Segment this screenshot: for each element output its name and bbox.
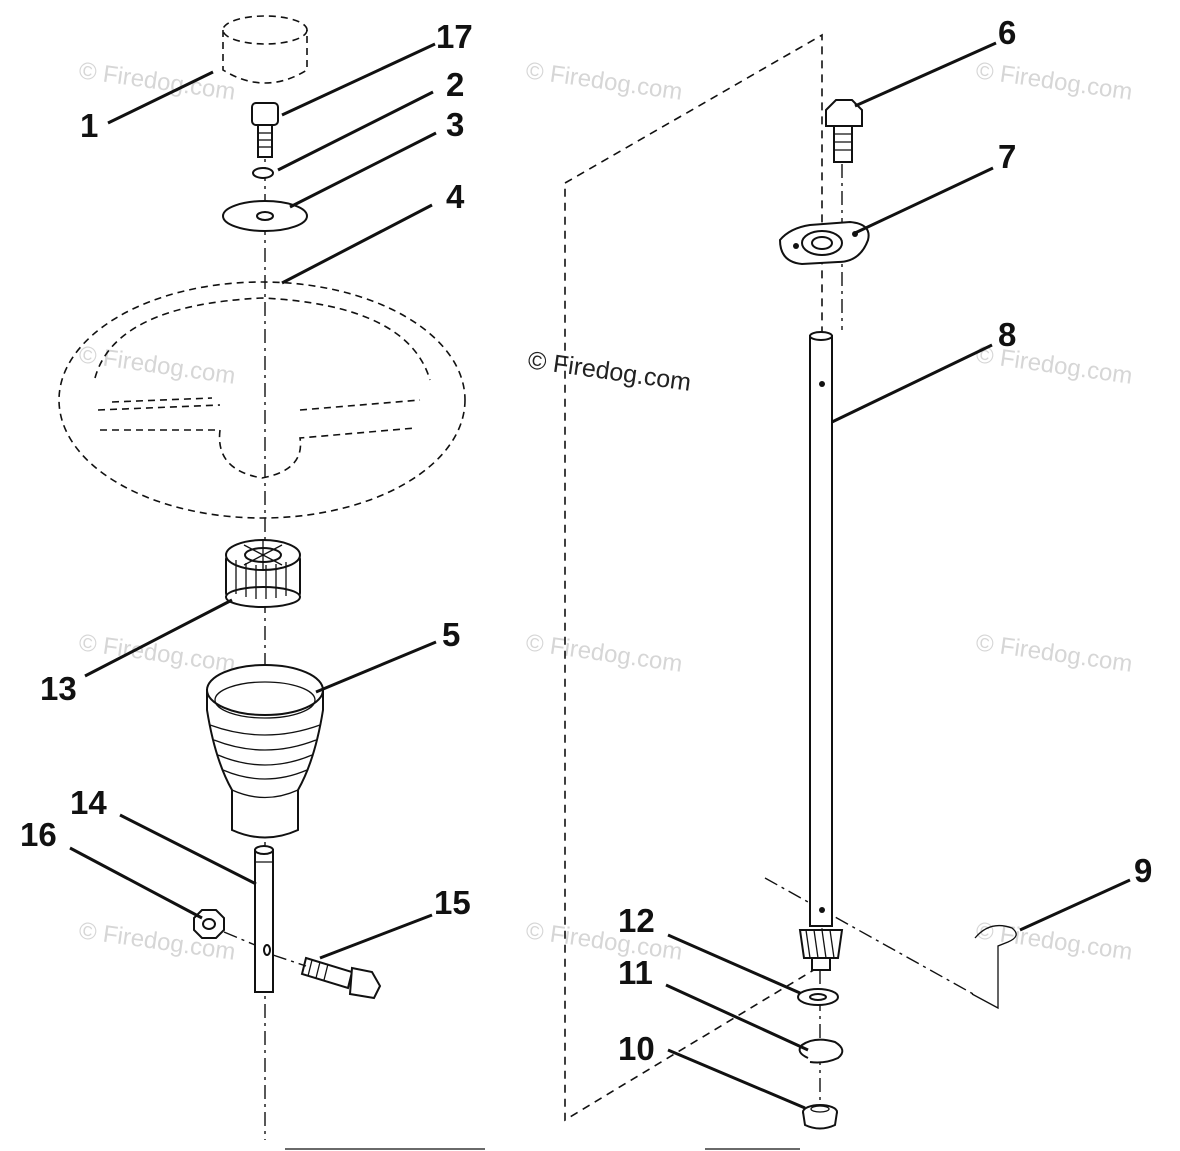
boot-part [206, 664, 324, 839]
leader-line-5 [315, 640, 437, 694]
flat-washer-part [222, 200, 308, 232]
bushing-part [802, 1104, 838, 1130]
callout-3: 3 [446, 106, 464, 143]
callout-16: 16 [20, 816, 57, 853]
leader-line-6 [854, 41, 997, 108]
leader-line-4 [281, 203, 433, 285]
steering-column-part [798, 331, 844, 971]
callout-11: 11 [618, 954, 653, 991]
callout-2: 2 [446, 66, 464, 103]
leader-line-2 [277, 90, 434, 172]
column-bolt-part [825, 99, 863, 163]
lock-washer-part [252, 167, 274, 179]
leader-line-13 [84, 598, 233, 678]
watermark: © Firedog.com [974, 57, 1134, 106]
watermark: © Firedog.com [524, 57, 684, 106]
callout-7: 7 [998, 138, 1016, 175]
wire-clip-part [971, 924, 1017, 1010]
leader-lines [69, 41, 1131, 1110]
callout-numbers: 1 17 2 3 4 13 5 14 16 15 6 7 8 9 12 11 1… [20, 14, 1152, 1067]
watermark: © Firedog.com [77, 629, 237, 678]
retaining-ring-part [798, 1038, 844, 1064]
leader-line-17 [281, 42, 436, 117]
leader-line-16 [69, 846, 203, 920]
callout-15: 15 [434, 884, 471, 921]
nut-part [193, 909, 225, 939]
watermark: © Firedog.com [77, 341, 237, 390]
mounting-panel-outline [564, 33, 823, 1122]
watermark-main: © Firedog.com [526, 346, 693, 397]
watermark: © Firedog.com [524, 629, 684, 678]
callout-5: 5 [442, 616, 460, 653]
callout-1: 1 [80, 107, 98, 144]
callout-8: 8 [998, 316, 1016, 353]
pin-bolt-part [300, 956, 382, 1000]
leader-line-14 [119, 813, 257, 886]
watermark: © Firedog.com [524, 917, 684, 966]
leader-line-9 [1019, 878, 1131, 932]
leader-line-8 [831, 343, 993, 424]
callout-14: 14 [70, 784, 107, 821]
pin-centerline [272, 954, 307, 967]
callout-12: 12 [618, 902, 655, 939]
cap-part [222, 15, 308, 84]
callout-17: 17 [436, 18, 473, 55]
steering-shaft-part [254, 845, 274, 993]
callout-10: 10 [618, 1030, 655, 1067]
steering-wheel-part [58, 281, 466, 519]
callout-9: 9 [1134, 852, 1152, 889]
leader-line-1 [107, 70, 214, 125]
leader-line-7 [854, 166, 994, 235]
leader-line-11 [665, 983, 809, 1052]
leader-line-10 [667, 1048, 806, 1110]
leader-line-3 [289, 131, 437, 209]
nut-centerline [223, 931, 256, 946]
spline-adapter-part [225, 539, 301, 608]
leader-line-12 [667, 933, 801, 995]
callout-4: 4 [446, 178, 465, 215]
flange-bearing-part [778, 220, 870, 266]
callout-6: 6 [998, 14, 1016, 51]
bolt-part [251, 102, 279, 158]
leader-line-15 [319, 913, 433, 960]
washer-part [797, 988, 839, 1006]
clip-centerline [764, 877, 976, 996]
watermark: © Firedog.com [974, 629, 1134, 678]
callout-13: 13 [40, 670, 77, 707]
